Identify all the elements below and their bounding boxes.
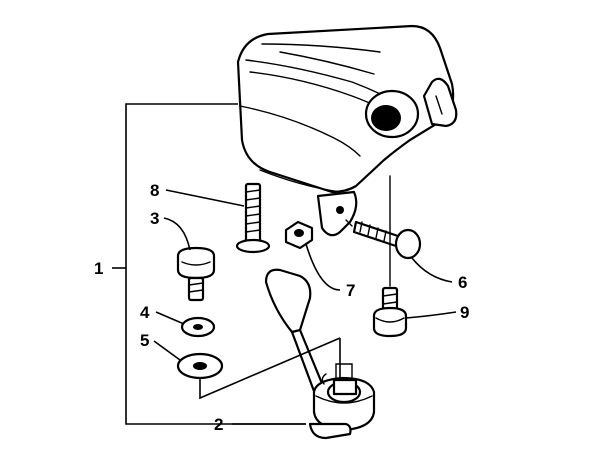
leader-lines (153, 189, 457, 425)
callout-7: 7 (346, 281, 355, 300)
callout-2: 2 (214, 415, 223, 434)
small-screw-9 (372, 175, 408, 338)
callout-3: 3 (150, 209, 159, 228)
screw-6 (345, 219, 422, 260)
nut-7 (284, 220, 314, 250)
assembly-bracket-1 (112, 103, 306, 425)
washer-4 (180, 316, 216, 338)
throttle-lever-2 (264, 268, 376, 440)
callout-4: 4 (140, 303, 150, 322)
throttle-housing (236, 24, 458, 237)
callout-6: 6 (458, 273, 467, 292)
washer-5 (176, 352, 224, 380)
callout-1: 1 (94, 259, 103, 278)
callout-5: 5 (140, 331, 149, 350)
callout-9: 9 (460, 303, 469, 322)
thumb-screw-3 (176, 246, 216, 302)
long-screw-8 (235, 182, 271, 254)
callout-8: 8 (150, 181, 159, 200)
